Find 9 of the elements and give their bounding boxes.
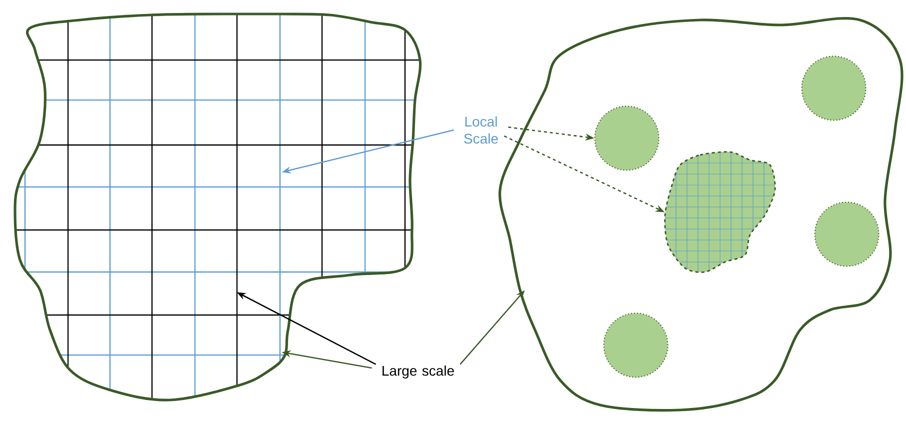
label-text: Local Scale xyxy=(464,116,498,144)
gridded-patch xyxy=(664,151,776,273)
gridded-region xyxy=(14,12,422,402)
region-outline xyxy=(498,17,904,412)
circle-patch xyxy=(603,312,668,378)
label-text: Large scale xyxy=(382,365,454,379)
circle-patch xyxy=(594,106,660,171)
circle-patch xyxy=(801,56,866,121)
circle-patch xyxy=(814,202,880,267)
